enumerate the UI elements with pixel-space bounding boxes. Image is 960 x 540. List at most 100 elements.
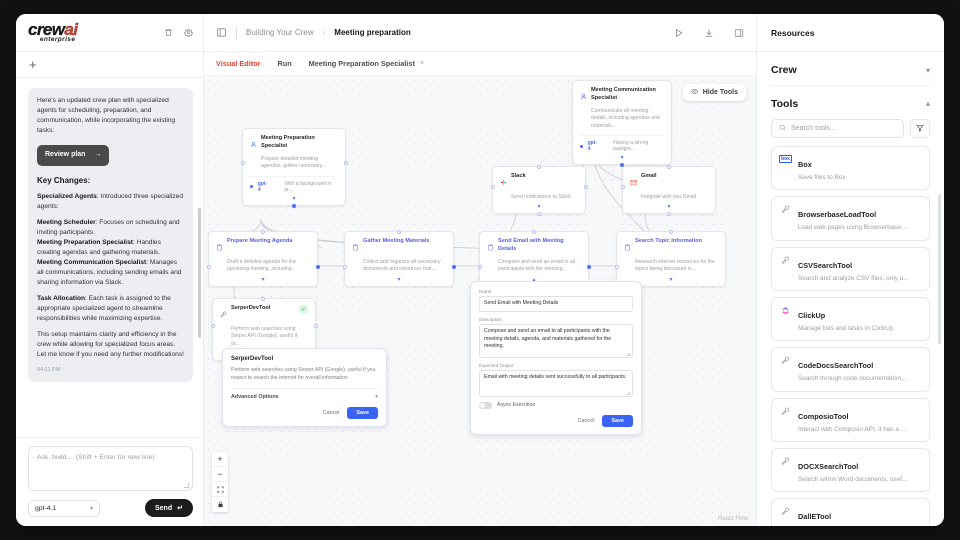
- chat-input[interactable]: Ask, build,... (Shift + Enter for new li…: [28, 446, 193, 491]
- expected-output-field[interactable]: Email with meeting details sent successf…: [479, 369, 633, 397]
- node-port-top[interactable]: [537, 164, 541, 169]
- advanced-options-toggle[interactable]: Advanced Options ▾: [231, 388, 378, 400]
- toggle-left-panel-icon[interactable]: [216, 27, 227, 38]
- tool-card-browserbaseloadtool[interactable]: BrowserbaseLoadTool Load web pages using…: [771, 196, 930, 241]
- async-execution-row[interactable]: Async Execution: [479, 401, 633, 409]
- tab-run[interactable]: Run: [277, 59, 291, 68]
- collapse-chevron-icon[interactable]: ▴: [532, 276, 536, 283]
- section-tools-label: Tools: [771, 97, 799, 110]
- gear-icon[interactable]: [184, 28, 193, 37]
- node-port-bottom[interactable]: [292, 203, 296, 208]
- node-port-right[interactable]: [587, 265, 591, 269]
- node-port-left[interactable]: [490, 185, 495, 189]
- node-port-top[interactable]: [397, 229, 401, 234]
- task-edit-panel[interactable]: Name Send Email with Meeting Details Des…: [470, 281, 642, 435]
- model-select-value: gpt-4.1: [35, 504, 57, 512]
- node-port-left[interactable]: [206, 265, 211, 269]
- node-port-top[interactable]: [667, 164, 671, 169]
- node-port-right[interactable]: [343, 161, 348, 165]
- agent-node-meeting-preparation-specialist[interactable]: Meeting Preparation Specialist Prepare d…: [240, 128, 348, 208]
- filter-button[interactable]: [910, 118, 930, 138]
- tab-meeting-preparation-specialist[interactable]: Meeting Preparation Specialist ×: [309, 59, 424, 68]
- react-flow-attribution[interactable]: React Flow: [717, 516, 748, 522]
- resize-grip-icon[interactable]: [627, 352, 630, 356]
- node-port-top[interactable]: [669, 229, 673, 234]
- async-execution-toggle[interactable]: [479, 401, 492, 409]
- fit-view-button[interactable]: [212, 482, 228, 497]
- play-icon[interactable]: [674, 28, 684, 38]
- node-port-left[interactable]: [210, 324, 215, 328]
- tool-name: ComposioTool: [798, 411, 849, 421]
- description-field[interactable]: Compose and send an email to all partici…: [479, 323, 633, 358]
- tool-card-csvsearchtool[interactable]: CSVSearchTool Search and analyze CSV fil…: [771, 246, 930, 291]
- section-tools[interactable]: Tools ▴: [757, 86, 944, 119]
- node-port-left[interactable]: [477, 265, 482, 269]
- tool-card-docxsearchtool[interactable]: DOCXSearchTool Search within Word docume…: [771, 447, 930, 493]
- node-port-bottom[interactable]: [667, 211, 671, 216]
- integration-node-slack[interactable]: Slack Send notifications to Slack ▾: [490, 164, 588, 216]
- cancel-button[interactable]: Cancel: [577, 417, 595, 424]
- model-select[interactable]: gpt-4.1 ▾: [28, 499, 100, 517]
- tools-search-row: Search tools...: [757, 118, 944, 146]
- expand-chevron-icon[interactable]: ▾: [620, 155, 624, 162]
- enter-icon: ↵: [177, 505, 183, 512]
- hide-tools-button[interactable]: Hide Tools: [682, 84, 746, 101]
- toggle-right-panel-icon[interactable]: [734, 28, 744, 38]
- tool-card-codedocssearchtool[interactable]: CodeDocsSearchTool Search through code d…: [771, 347, 930, 392]
- node-port-right[interactable]: [452, 265, 456, 269]
- node-port-right[interactable]: [583, 185, 588, 189]
- close-icon[interactable]: ×: [419, 60, 425, 67]
- agent-node-meeting-communication-specialist[interactable]: Meeting Communication Specialist Communi…: [572, 80, 672, 168]
- lock-button[interactable]: [212, 497, 228, 512]
- node-port-left[interactable]: [240, 161, 245, 165]
- save-button[interactable]: Save: [602, 414, 633, 427]
- tool-card-dalletool[interactable]: DallETool Generate images using DALL-E, …: [771, 498, 930, 526]
- chat-scrollbar[interactable]: [198, 208, 201, 338]
- task-node-search-topic-information[interactable]: Search Topic Information Research intern…: [614, 229, 726, 287]
- expand-chevron-icon[interactable]: ▾: [537, 204, 541, 211]
- node-port-left[interactable]: [620, 185, 625, 189]
- node-port-left[interactable]: [342, 265, 347, 269]
- node-port-bottom[interactable]: [620, 163, 624, 168]
- zoom-out-button[interactable]: −: [212, 467, 228, 482]
- task-node-send-email-with-meeting-details[interactable]: Send Email with Meeting Details Compose …: [477, 229, 591, 287]
- section-crew[interactable]: Crew ▾: [757, 52, 944, 85]
- node-port-right[interactable]: [316, 265, 320, 269]
- zoom-in-button[interactable]: +: [212, 452, 228, 467]
- node-port-bottom[interactable]: [537, 211, 541, 216]
- search-input[interactable]: Search tools...: [771, 118, 904, 138]
- node-port-left[interactable]: [614, 265, 619, 269]
- trash-icon[interactable]: [164, 28, 173, 37]
- flow-canvas[interactable]: Hide Tools: [204, 76, 756, 526]
- node-port-top[interactable]: [532, 229, 536, 234]
- tool-detail-panel[interactable]: SerperDevTool Perform web searches using…: [222, 348, 387, 428]
- integration-node-title: Slack: [511, 173, 526, 179]
- tool-card-composiotool[interactable]: ComposioTool Interact with Composio API,…: [771, 397, 930, 442]
- expand-chevron-icon[interactable]: ▾: [667, 204, 671, 211]
- tool-card-box[interactable]: box Box Save files to Box: [771, 145, 930, 191]
- save-button[interactable]: Save: [347, 407, 378, 420]
- tab-visual-editor[interactable]: Visual Editor: [216, 59, 260, 68]
- node-port-top[interactable]: [261, 296, 265, 301]
- new-chat-button[interactable]: +: [16, 52, 203, 78]
- tool-card-clickup[interactable]: ClickUp Manage lists and tasks in ClickU…: [771, 296, 930, 342]
- expand-chevron-icon[interactable]: ▾: [669, 276, 673, 283]
- expand-chevron-icon[interactable]: ▾: [397, 276, 401, 283]
- expand-chevron-icon[interactable]: ▾: [261, 276, 265, 283]
- tools-list[interactable]: box Box Save files to Box BrowserbaseLoa…: [757, 145, 944, 526]
- send-button[interactable]: Send ↵: [145, 499, 193, 517]
- resize-grip-icon[interactable]: [627, 391, 630, 395]
- download-icon[interactable]: [704, 28, 714, 38]
- resize-grip-icon[interactable]: [184, 483, 189, 488]
- review-plan-button[interactable]: Review plan →: [37, 145, 110, 166]
- integration-node-gmail[interactable]: Gmail Integrate with you Gmail ▾: [620, 164, 716, 216]
- name-field[interactable]: Send Email with Meeting Details: [479, 296, 633, 312]
- breadcrumb-root[interactable]: Building Your Crew: [246, 28, 314, 37]
- cancel-button[interactable]: Cancel: [322, 410, 340, 417]
- node-port-right[interactable]: [313, 324, 318, 328]
- resources-scrollbar[interactable]: [938, 194, 941, 344]
- task-node-prepare-meeting-agenda[interactable]: Prepare Meeting Agenda Draft a detailed …: [206, 229, 320, 287]
- node-port-top[interactable]: [261, 229, 265, 234]
- task-node-gather-meeting-materials[interactable]: Gather Meeting Materials Collect and org…: [342, 229, 456, 287]
- expand-chevron-icon[interactable]: ▾: [292, 195, 296, 202]
